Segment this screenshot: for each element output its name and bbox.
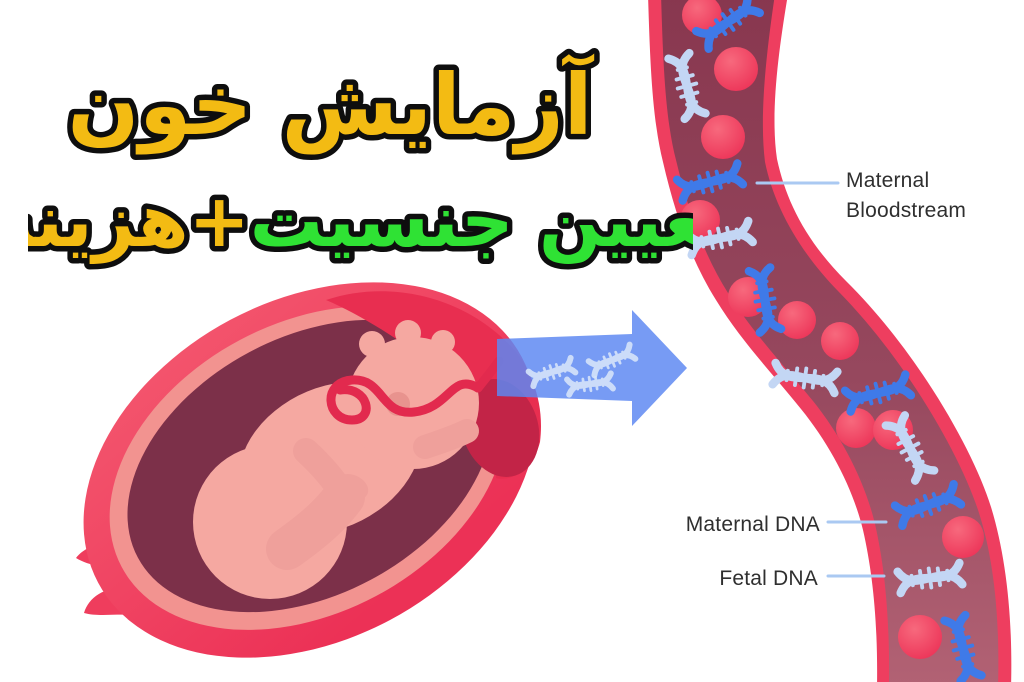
placenta-lobe [460, 379, 540, 477]
fetus-body [193, 445, 347, 599]
fetus-arm [413, 419, 479, 459]
dna-transfer-arrow [497, 310, 687, 426]
title-line2-yellow-text: +هزینه [28, 179, 250, 264]
label-maternal-bloodstream: Maternal Bloodstream [846, 169, 967, 222]
fetus-foot [335, 473, 369, 501]
red-blood-cell-icon [701, 115, 745, 159]
title-line1: آزمایش خون [67, 53, 594, 155]
title-line2: تعیین جنسیت+هزینه [28, 179, 693, 264]
title-line2-green-text: تعیین جنسیت [250, 179, 693, 264]
red-blood-cell-icon [898, 615, 942, 659]
red-blood-cell-icon [836, 408, 876, 448]
red-blood-cell-icon [942, 516, 984, 558]
leader-lines [755, 181, 888, 578]
fetus [193, 320, 479, 599]
arrow-right-icon [497, 310, 687, 426]
title-block: آزمایش خون تعیین جنسیت+هزینه [28, 48, 693, 270]
blood-vessel [648, 0, 1012, 682]
red-blood-cell-icon [821, 322, 859, 360]
label-maternal-dna: Maternal DNA [685, 513, 820, 536]
red-blood-cell-icon [682, 0, 722, 35]
womb-illustration [76, 282, 541, 658]
red-blood-cell-icon [778, 301, 816, 339]
red-blood-cell-icon [714, 47, 758, 91]
label-fetal-dna: Fetal DNA [719, 567, 818, 590]
placenta [326, 291, 541, 479]
